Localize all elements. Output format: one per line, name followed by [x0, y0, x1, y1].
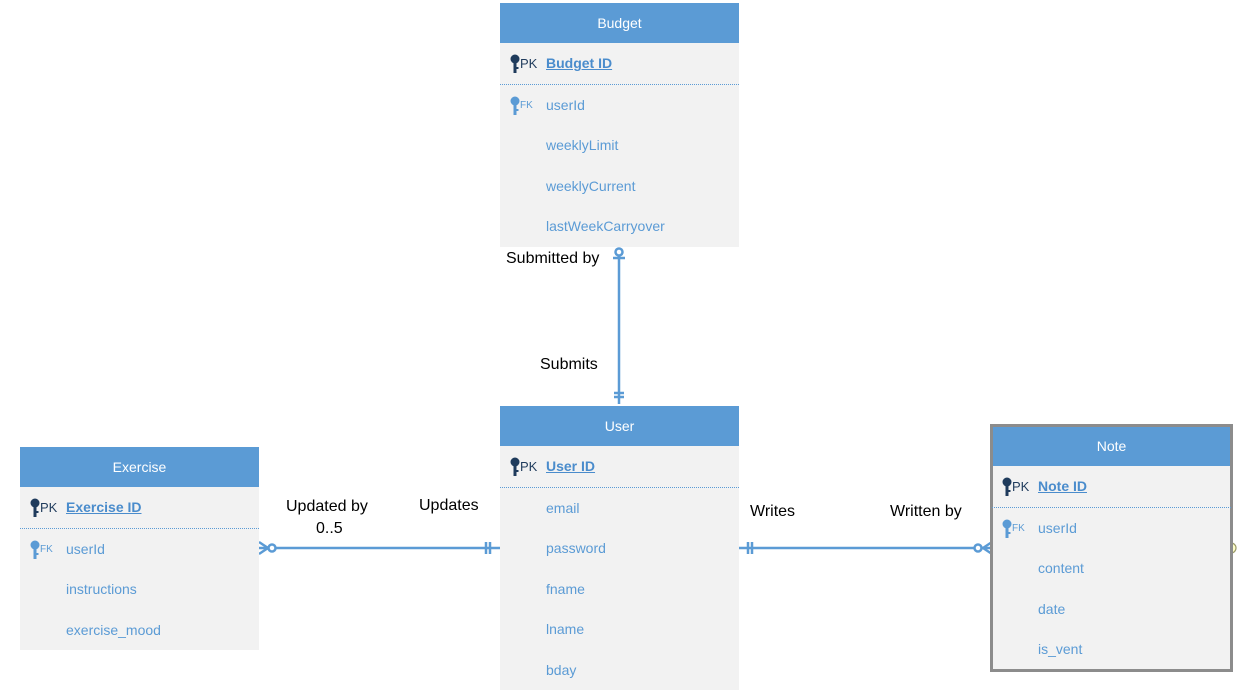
pk-row[interactable]: PK Note ID [992, 466, 1231, 508]
label-submitted-by: Submitted by [506, 250, 599, 268]
label-submits: Submits [540, 356, 598, 374]
field-password: password [546, 540, 606, 556]
field-row[interactable]: date [992, 589, 1231, 630]
field-row[interactable]: content [992, 548, 1231, 589]
field-row[interactable]: exercise_mood [20, 610, 259, 651]
field-row[interactable]: password [500, 528, 739, 569]
field-row[interactable]: bday [500, 650, 739, 690]
field-weekly-limit: weeklyLimit [546, 137, 618, 153]
fk-tag: FK [40, 544, 53, 555]
pk-row[interactable]: PK User ID [500, 446, 739, 488]
field-is-vent: is_vent [1038, 641, 1082, 657]
crowfoot-zero-note [975, 545, 982, 552]
field-row[interactable]: fname [500, 569, 739, 610]
entity-exercise[interactable]: Exercise PK Exercise ID FK userId instru… [20, 447, 259, 650]
field-row[interactable]: instructions [20, 569, 259, 610]
label-written-by: Written by [890, 503, 962, 521]
fk-tag: FK [1012, 523, 1025, 534]
pk-tag: PK [520, 459, 537, 474]
fk-field: userId [66, 541, 105, 557]
label-updates: Updates [419, 497, 479, 515]
field-row[interactable]: is_vent [992, 629, 1231, 670]
fk-tag: FK [520, 100, 533, 111]
label-updated-by: Updated by [286, 498, 368, 516]
field-row[interactable]: lastWeekCarryover [500, 206, 739, 247]
field-email: email [546, 500, 579, 516]
field-weekly-current: weeklyCurrent [546, 178, 635, 194]
field-row[interactable]: weeklyCurrent [500, 166, 739, 207]
entity-title: User [500, 406, 739, 446]
entity-title: Budget [500, 3, 739, 43]
pk-field: Budget ID [546, 55, 612, 71]
pk-row[interactable]: PK Exercise ID [20, 487, 259, 529]
fk-row[interactable]: FK userId [20, 529, 259, 570]
pk-tag: PK [40, 500, 57, 515]
pk-tag: PK [1012, 479, 1029, 494]
field-content: content [1038, 560, 1084, 576]
field-instructions: instructions [66, 581, 137, 597]
field-row[interactable]: weeklyLimit [500, 125, 739, 166]
pk-row[interactable]: PK Budget ID [500, 43, 739, 85]
entity-budget[interactable]: Budget PK Budget ID FK userId weeklyLimi… [500, 3, 739, 247]
fk-field: userId [546, 97, 585, 113]
pk-field: User ID [546, 458, 595, 474]
entity-note[interactable]: Note PK Note ID FK userId content date i… [992, 426, 1231, 670]
field-bday: bday [546, 662, 576, 678]
field-lname: lname [546, 621, 584, 637]
field-exercise-mood: exercise_mood [66, 622, 161, 638]
field-row[interactable]: lname [500, 609, 739, 650]
entity-title: Note [992, 426, 1231, 466]
pk-tag: PK [520, 56, 537, 71]
field-row[interactable]: email [500, 488, 739, 529]
field-date: date [1038, 601, 1065, 617]
fk-field: userId [1038, 520, 1077, 536]
pk-field: Exercise ID [66, 499, 142, 515]
label-writes: Writes [750, 503, 795, 521]
entity-title: Exercise [20, 447, 259, 487]
entity-user[interactable]: User PK User ID email password fname lna… [500, 406, 739, 690]
crowfoot-zero-exercise [269, 545, 276, 552]
crowfoot-zero-budget [616, 249, 623, 256]
fk-row[interactable]: FK userId [500, 85, 739, 126]
field-fname: fname [546, 581, 585, 597]
label-cardinality: 0..5 [316, 520, 343, 538]
pk-field: Note ID [1038, 478, 1087, 494]
field-last-week-carryover: lastWeekCarryover [546, 218, 665, 234]
fk-row[interactable]: FK userId [992, 508, 1231, 549]
